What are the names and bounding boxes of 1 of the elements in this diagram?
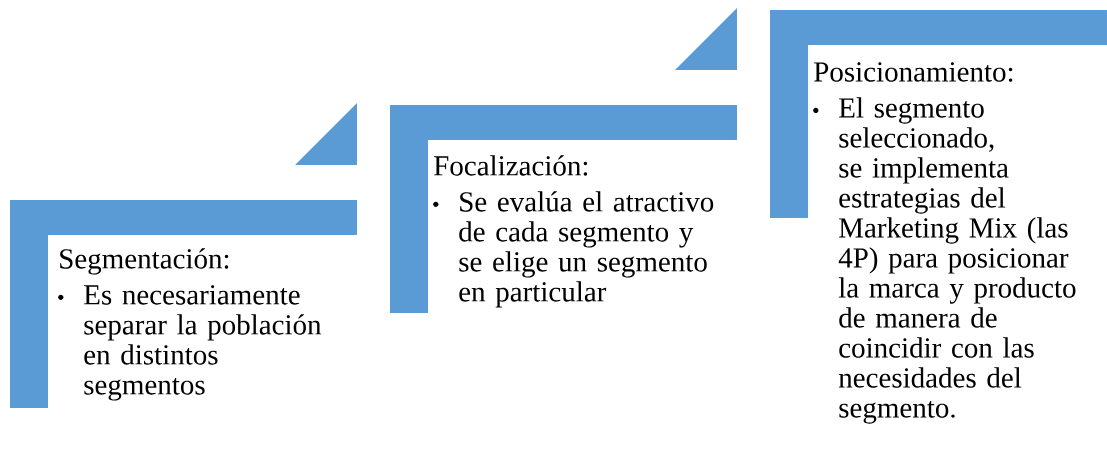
node-label: Marketing Mix (las 4P) para posicionar la marca y producto de manera de coincidir con las necesidades del segmento.: [838, 217, 1076, 424]
